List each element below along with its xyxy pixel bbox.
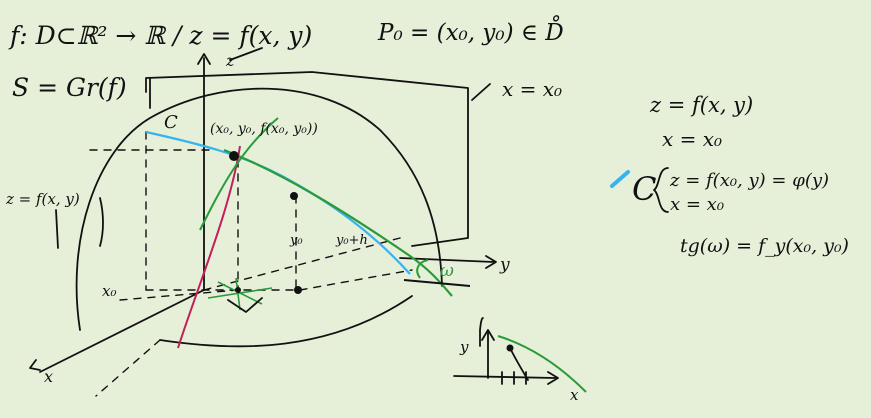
inset-tangent-line — [497, 335, 587, 393]
point-p0-label: (x₀, y₀, f(x₀, y₀)) — [210, 121, 318, 137]
tangent-equation: tg(ω) = f_y(x₀, y₀) — [680, 235, 849, 257]
y-axis-label: y — [499, 255, 510, 275]
inset-y-label: y — [459, 338, 469, 356]
base-tangent-sketch — [207, 277, 273, 311]
system-c-label: C — [632, 170, 656, 208]
surface-definition: S = Gr(f) — [12, 73, 127, 102]
plane-label-pointer — [471, 83, 491, 101]
green-curve-upper — [199, 117, 279, 231]
z-label-pointer — [229, 47, 263, 61]
surface-side-mark — [55, 209, 59, 249]
equation-plane: x = x₀ — [662, 127, 722, 151]
omega-label: ω — [440, 261, 454, 281]
point-definition: P₀ = (x₀, y₀) ∈ D̊ — [377, 15, 564, 46]
base-small-triangle — [227, 297, 263, 313]
inset-stub — [479, 317, 484, 347]
inset-horizontal-axis — [453, 375, 557, 379]
dashed-x0-line — [119, 289, 239, 301]
dashed-base-line — [145, 269, 413, 291]
x-axis — [39, 289, 205, 373]
inset-x-label: x — [570, 386, 579, 404]
inset-point — [506, 344, 514, 352]
y0-plus-h-label: y₀+h — [335, 233, 368, 248]
z-axis-label: z — [225, 51, 235, 70]
point-p0-base — [235, 287, 241, 293]
system-line-1: z = f(x₀, y) = φ(y) — [669, 170, 829, 191]
x-axis-label: x — [44, 367, 53, 386]
plane-label: x = x₀ — [502, 77, 562, 101]
equation-surface: z = f(x, y) — [649, 93, 753, 117]
x0-tick-label: x₀ — [102, 282, 116, 300]
inset-horizontal-arrow — [547, 371, 559, 385]
function-definition: f: D⊂ℝ² → ℝ / z = f(x, y) — [8, 21, 312, 50]
z-axis-arrow — [197, 53, 211, 65]
system-brace — [653, 167, 669, 213]
point-p0-surface — [229, 151, 239, 161]
inset-vertical-arrow — [481, 329, 495, 341]
x-axis-dashed-extension — [95, 339, 161, 397]
red-curve — [177, 145, 241, 349]
curve-c-blue — [145, 130, 411, 275]
plane-rectangle — [145, 71, 469, 247]
surface-side-stroke — [99, 197, 104, 247]
surface-dome-outline — [75, 87, 443, 331]
inset-ticks — [501, 371, 527, 385]
y0-tick-label: y₀ — [289, 233, 303, 248]
omega-arc — [416, 259, 429, 279]
point-second-surface — [290, 192, 298, 200]
surface-base-curve — [159, 295, 413, 348]
y-axis-arrow — [485, 255, 497, 269]
curve-c-label: C — [164, 112, 178, 133]
system-line-2: x = x₀ — [670, 194, 724, 215]
y-axis — [399, 257, 495, 263]
surface-equation-left: z = f(x, y) — [5, 190, 80, 208]
blue-c-marker — [610, 170, 630, 188]
base-tangent-stroke — [403, 279, 471, 287]
x-axis-arrow — [29, 359, 41, 371]
tangent-line-green — [223, 148, 453, 297]
point-base — [294, 286, 302, 294]
